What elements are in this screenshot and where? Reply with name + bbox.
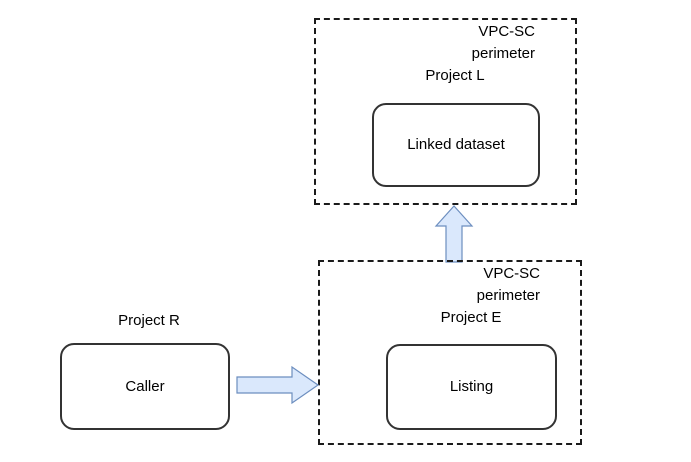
node-linked-dataset[interactable]: Linked dataset	[372, 103, 540, 187]
vpc-sc-perimeter-project-l	[314, 18, 577, 205]
vpc-sc-perimeter-project-e	[318, 260, 582, 445]
node-caller-label: Caller	[125, 377, 165, 395]
perimeter-l-vpc-label-line2: perimeter	[471, 45, 535, 62]
perimeter-l-project-label: Project L	[425, 67, 485, 84]
node-linked-dataset-label: Linked dataset	[407, 136, 505, 153]
project-r-label: Project R	[118, 312, 180, 329]
arrow-right-shape	[236, 365, 320, 405]
perimeter-e-vpc-label-line2: perimeter	[476, 287, 540, 304]
node-listing-label: Listing	[449, 378, 494, 395]
perimeter-e-vpc-label-line1: VPC-SC	[483, 265, 540, 282]
arrow-up-shape	[434, 205, 474, 263]
arrow-caller-to-listing	[236, 365, 320, 405]
perimeter-e-project-label: Project E	[440, 309, 502, 326]
arrow-listing-to-linked-dataset	[434, 205, 474, 263]
node-listing[interactable]: Listing	[386, 344, 557, 430]
perimeter-l-vpc-label-line1: VPC-SC	[478, 23, 535, 40]
node-caller[interactable]: Caller	[60, 343, 230, 430]
